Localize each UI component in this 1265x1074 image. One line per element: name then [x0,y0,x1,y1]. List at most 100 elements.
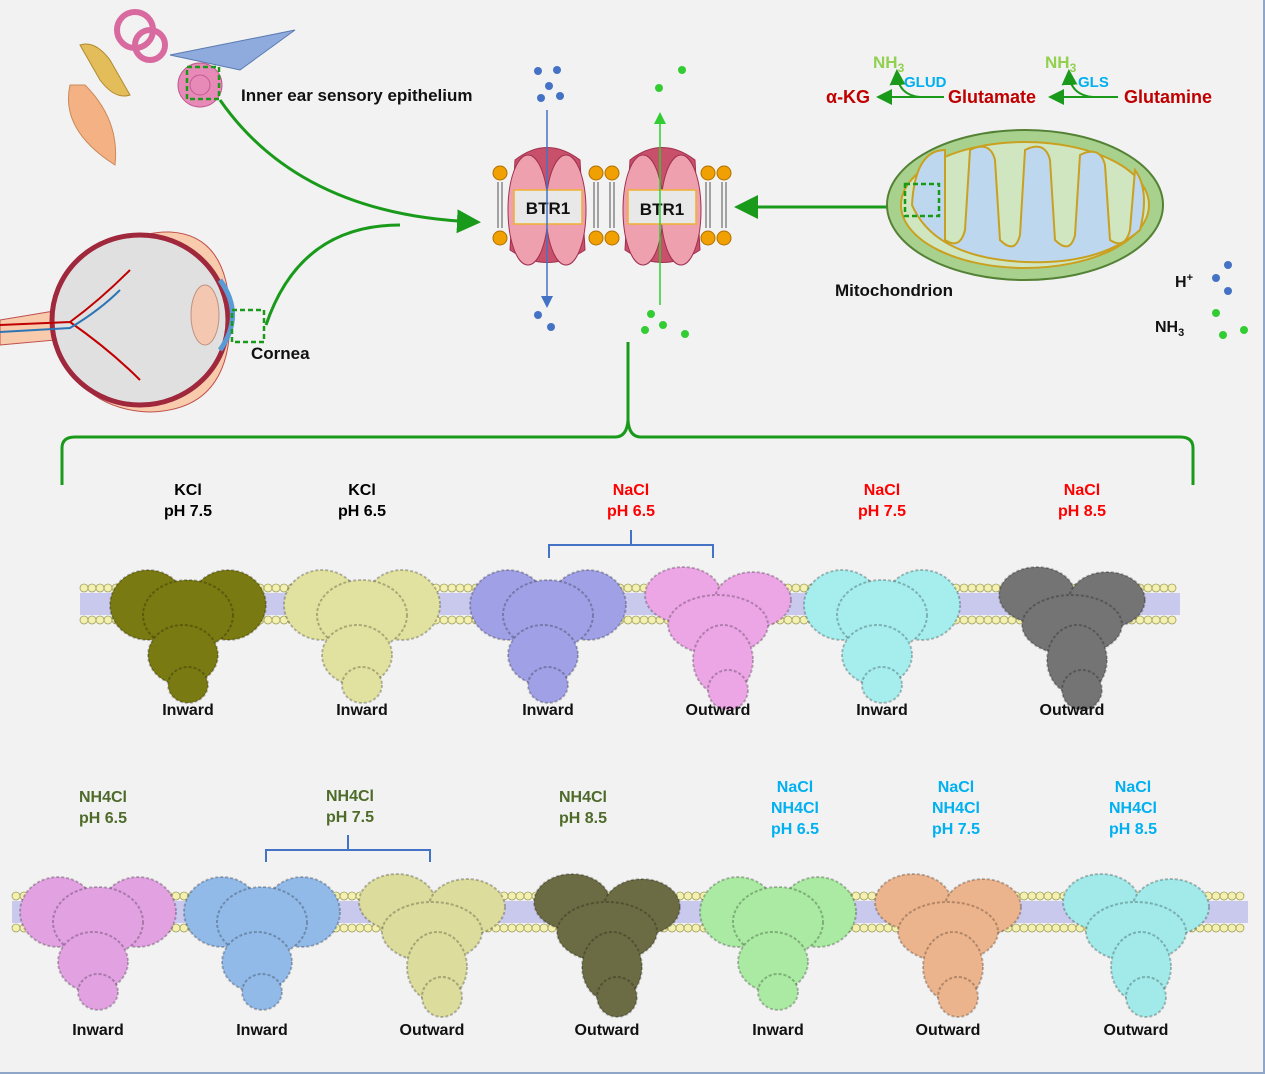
state-label: Outward [1104,1022,1169,1039]
state-label: Inward [752,1022,804,1039]
glutamate-label: Glutamate [948,87,1036,107]
condition-line: pH 7.5 [858,503,906,520]
state-label: Outward [400,1022,465,1039]
nh3-subscript-1: 3 [898,61,905,75]
condition-line: KCl [348,482,376,499]
state-label: Inward [162,702,214,719]
structure-outward-row2-6: Outward [1062,873,1210,1039]
svg-text:NH3: NH3 [1155,319,1184,339]
condition-line: NH4Cl [79,789,127,806]
state-label: Outward [916,1022,981,1039]
structure-inward-row2-4: Inward [699,876,857,1039]
condition-line: KCl [174,482,202,499]
nh3-label-2: NH [1045,53,1070,72]
condition-line: NaCl [777,779,813,796]
state-label: Inward [856,702,908,719]
condition-line: pH 7.5 [326,809,374,826]
cornea-arrow [264,223,401,326]
condition-line: pH 6.5 [79,810,127,827]
inner-ear-label: Inner ear sensory epithelium [241,86,472,105]
btr1-membrane [492,165,732,246]
structure-inward-row1-0: Inward [109,569,267,719]
state-label: Outward [575,1022,640,1039]
condition-line: NaCl [1064,482,1100,499]
nh3-subscript-2: 3 [1070,61,1077,75]
state-label: Inward [522,702,574,719]
structure-outward-row2-5: Outward [874,873,1022,1039]
inner-ear-highlight-box [185,65,221,101]
btr1-label-left: BTR1 [526,199,570,218]
mitochondrion-label: Mitochondrion [835,281,953,300]
condition-label-row2-2: NH4Cl pH 8.5 [559,789,607,827]
structure-outward-row2-3: Outward [533,873,681,1039]
condition-line: pH 7.5 [164,503,212,520]
structure-inward-row1-1: Inward [283,569,441,719]
condition-line: pH 6.5 [771,821,819,838]
state-label: Inward [236,1022,288,1039]
svg-text:H+: H+ [1175,272,1193,291]
condition-line: NH4Cl [1109,800,1157,817]
glud-label: GLUD [904,74,947,91]
eye-illustration [0,231,266,413]
ammonia-dots [641,66,689,338]
nh3-label-1: NH [873,53,898,72]
condition-line: pH 6.5 [338,503,386,520]
condition-line: NH4Cl [771,800,819,817]
condition-line: NaCl [864,482,900,499]
row1-pair-bracket [548,530,714,558]
btr1-label-right: BTR1 [640,200,684,219]
condition-label-row2-1: NH4Cl pH 7.5 [326,788,374,826]
condition-label-row2-0: NH4Cl pH 6.5 [79,789,127,827]
glutamine-label: Glutamine [1124,87,1212,107]
cornea-label: Cornea [251,344,310,363]
condition-line: NaCl [613,482,649,499]
structure-outward-row2-2: Outward [358,873,506,1039]
legend-h-sup: + [1187,272,1193,284]
condition-line: NaCl [938,779,974,796]
condition-label-row1-4: NaCl pH 8.5 [1058,482,1106,520]
condition-label-row1-1: KCl pH 6.5 [338,482,386,520]
legend-h-label: H [1175,274,1187,291]
glutamine-pathway: α-KG Glutamate Glutamine NH3 NH3 GLUD GL… [826,53,1212,107]
state-label: Outward [1040,702,1105,719]
condition-line: NaCl [1115,779,1151,796]
gls-label: GLS [1078,74,1109,91]
condition-label-row1-2: NaCl pH 6.5 [607,482,655,520]
condition-line: pH 8.5 [1058,503,1106,520]
structure-outward-row1-5: Outward [998,566,1146,719]
structure-inward-row1-2: Inward [469,569,627,719]
state-label: Inward [72,1022,124,1039]
condition-label-row1-3: NaCl pH 7.5 [858,482,906,520]
condition-line: pH 8.5 [559,810,607,827]
expansion-bracket [60,342,1195,485]
structure-outward-row1-3: Outward [644,566,792,719]
cornea-highlight-box [230,308,266,344]
condition-line: NH4Cl [559,789,607,806]
row2-pair-bracket [265,835,431,862]
akg-label: α-KG [826,87,870,107]
mitochondrion-illustration [886,129,1164,281]
condition-line: pH 6.5 [607,503,655,520]
inner-ear-illustration [68,9,296,166]
structure-inward-row2-0: Inward [19,876,177,1039]
condition-line: NH4Cl [326,788,374,805]
condition-line: pH 7.5 [932,821,980,838]
svg-text:NH3: NH3 [873,53,905,75]
mito-highlight-box [903,182,941,218]
structure-inward-row2-1: Inward [183,876,341,1039]
svg-text:NH3: NH3 [1045,53,1077,75]
structure-inward-row1-4: Inward [803,569,961,719]
condition-line: NH4Cl [932,800,980,817]
condition-label-row1-0: KCl pH 7.5 [164,482,212,520]
legend-nh-sub: 3 [1178,327,1184,339]
ion-legend: H+ NH3 [1155,261,1248,339]
btr1-transporter-right: BTR1 [622,147,702,266]
condition-line: pH 8.5 [1109,821,1157,838]
legend-nh-label: NH [1155,319,1178,336]
btr1-transporter-left: BTR1 [507,147,587,266]
